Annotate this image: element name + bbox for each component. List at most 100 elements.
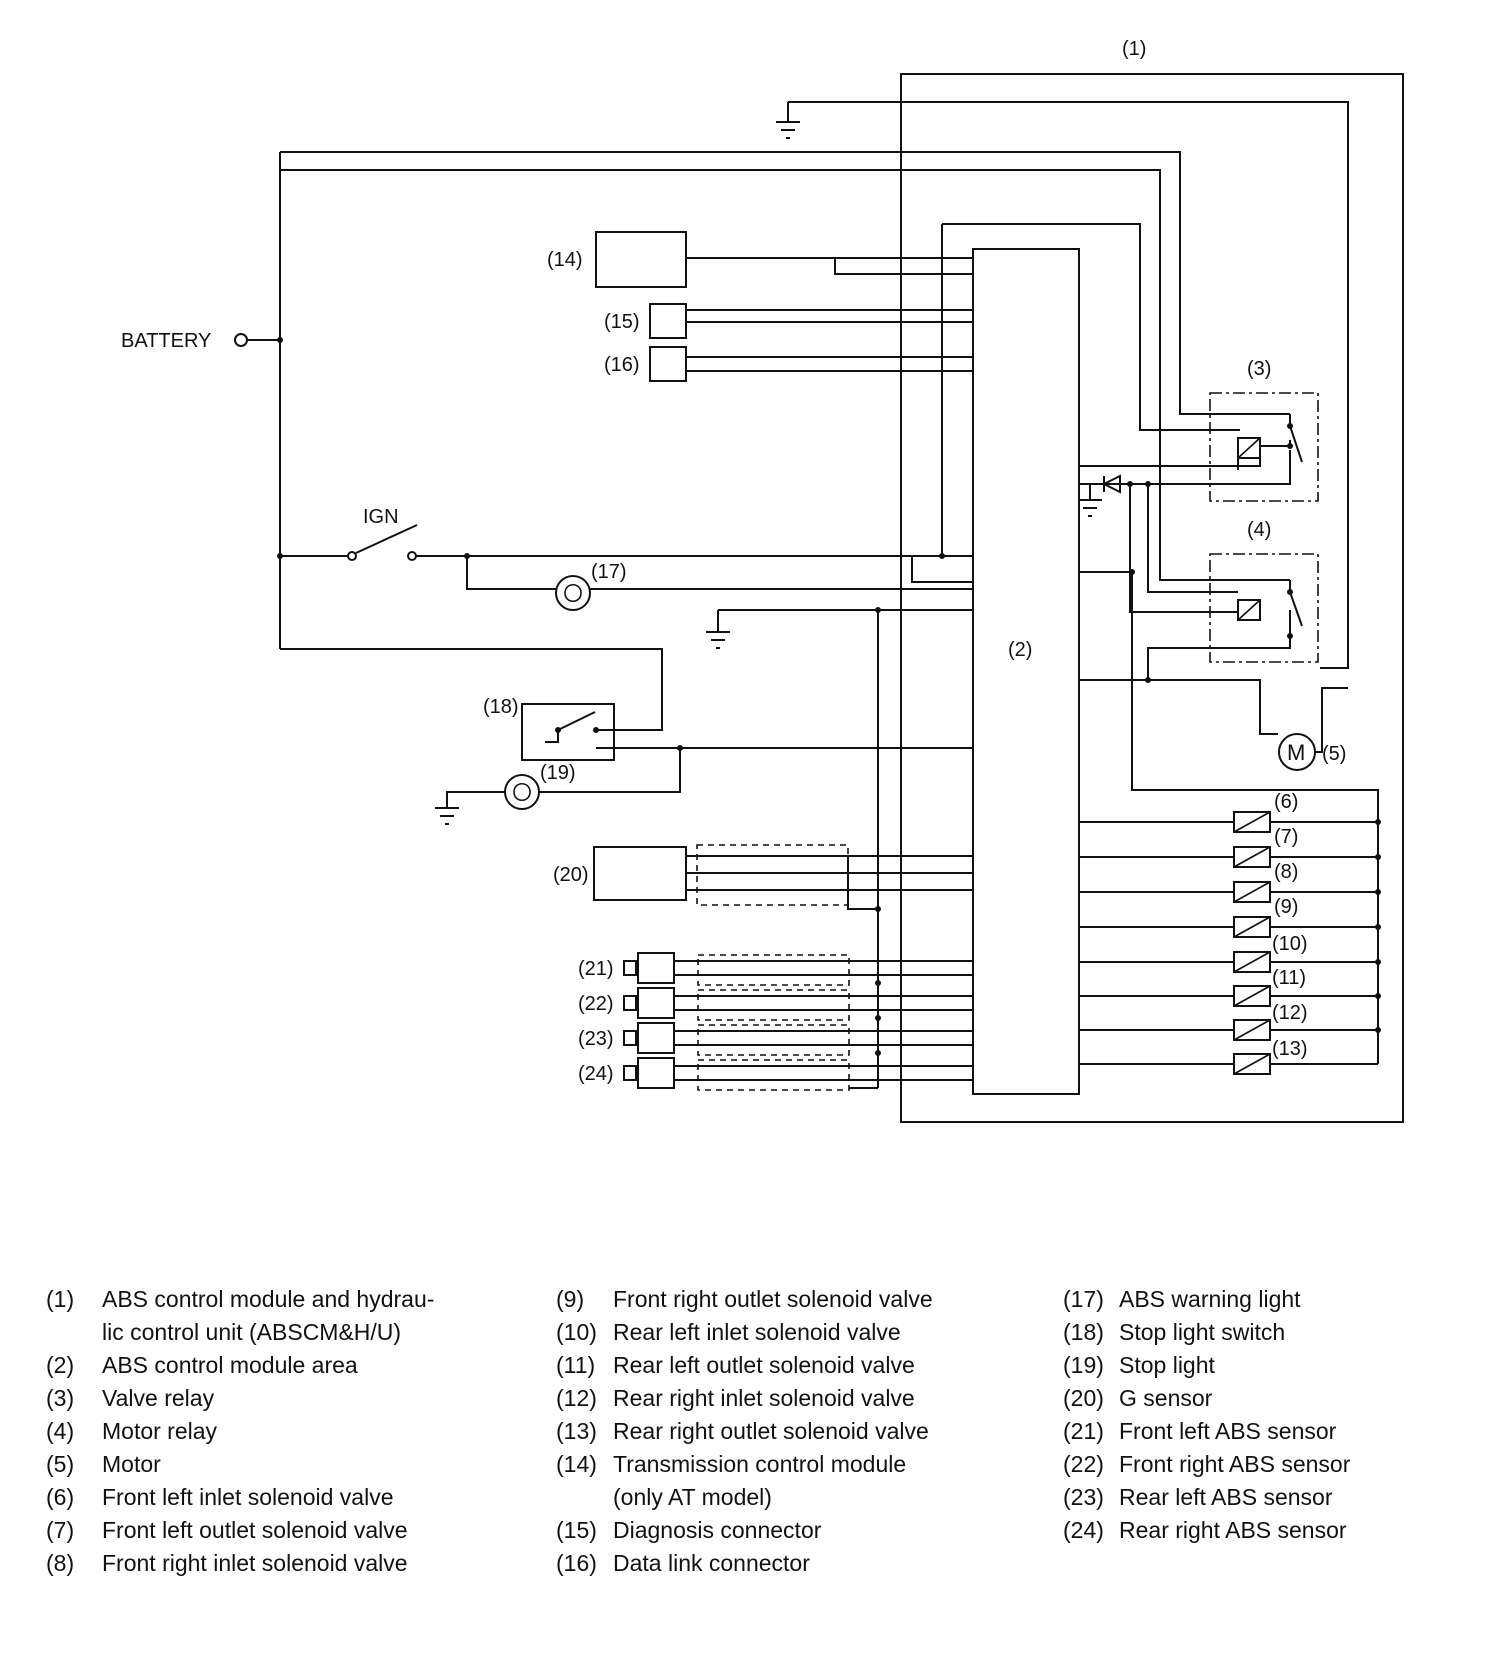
legend-entry-text: Diagnosis connector (613, 1517, 822, 1543)
label-20: (20) (553, 864, 589, 886)
legend-entry-text: Rear right inlet solenoid valve (613, 1385, 915, 1411)
valve-relay-contact (1289, 414, 1303, 463)
g-sensor-ground-wire (847, 856, 878, 910)
motor-relay (1209, 553, 1319, 663)
stop-switch-dot-b (593, 727, 599, 733)
legend-entry-text: Transmission control module (613, 1451, 907, 1477)
legend-entry-text: Motor relay (102, 1418, 218, 1444)
legend-entry-number: (24) (1063, 1517, 1104, 1543)
battery-to-motor-relay-wire (280, 169, 1290, 581)
legend-entry-number: (18) (1063, 1319, 1104, 1345)
label-13: (13) (1272, 1038, 1308, 1060)
valve-relay-coil-wires (1079, 445, 1290, 470)
stop-light-wire (446, 748, 681, 808)
motor-relay-coil (1237, 599, 1261, 621)
label-15: (15) (604, 311, 640, 333)
legend-entry: (11)Rear left outlet solenoid valve (556, 1349, 1016, 1382)
legend-entry: (5)Motor (46, 1448, 506, 1481)
legend-entry-number: (23) (1063, 1484, 1104, 1510)
abs-control-module-area (972, 248, 1080, 1095)
g-sensor-wires (686, 855, 973, 891)
top-ground-symbol (776, 121, 800, 139)
solenoid-valve-6: (6) (1079, 791, 1381, 833)
legend-entry-text: Stop light (1119, 1352, 1215, 1378)
legend-entry-text: Rear left ABS sensor (1119, 1484, 1333, 1510)
legend-entry-number: (10) (556, 1319, 597, 1345)
legend-entry-number (46, 1316, 102, 1349)
battery-to-valve-relay-wire (280, 151, 1290, 415)
label-22: (22) (578, 993, 614, 1015)
legend-entry: (9) Front right outlet solenoid valve (556, 1283, 1016, 1316)
legend-entry-number: (8) (46, 1550, 75, 1576)
ign-junction-ecu (939, 553, 945, 559)
label-4: (4) (1247, 519, 1271, 541)
legend-entry: (22) Front right ABS sensor (1063, 1448, 1483, 1481)
motor-relay-output-wire (1079, 679, 1278, 735)
diagnosis-wires (686, 309, 973, 323)
legend-entry-number: (22) (1063, 1451, 1104, 1477)
legend-entry: (20)G sensor (1063, 1382, 1483, 1415)
data-link-connector (649, 346, 687, 382)
label-17: (17) (591, 561, 627, 583)
legend-entry: (10) Rear left inlet solenoid valve (556, 1316, 1016, 1349)
valve-relay-coil-mark (1237, 437, 1261, 459)
stop-light-switch-contacts (545, 711, 596, 743)
stop-light-switch (521, 703, 615, 761)
abs-wiring-diagram: (1) (2) BATTERY (14) (15) (16) IGN (17) (121, 38, 1404, 1123)
g-sensor (593, 846, 687, 901)
ign-label: IGN (363, 506, 399, 528)
stop-switch-dot-a (555, 727, 561, 733)
legend-entry-text: Front right outlet solenoid valve (613, 1286, 933, 1312)
legend-entry-text: (only AT model) (613, 1484, 772, 1510)
solenoid-valve-13: (13) (1079, 1038, 1378, 1075)
legend-entry: (6) Front left inlet solenoid valve (46, 1481, 506, 1514)
legend-entry-number: (11) (556, 1352, 596, 1378)
legend-entry-number: (1) (46, 1286, 75, 1312)
label-14: (14) (547, 249, 583, 271)
legend-entry-text: Front left inlet solenoid valve (102, 1484, 394, 1510)
ign-switch-blade (355, 524, 418, 554)
legend-entry: (1)ABS control module and hydrau- (46, 1283, 506, 1316)
legend-entry: (21)Front left ABS sensor (1063, 1415, 1483, 1448)
legend-entry-number: (19) (1063, 1352, 1104, 1378)
legend-entry-text: Rear left inlet solenoid valve (613, 1319, 901, 1345)
transmission-control-module (595, 231, 687, 288)
g-sensor-ground-junction (875, 906, 881, 912)
battery-label: BATTERY (121, 330, 211, 352)
motor-relay-contact (1289, 580, 1303, 636)
diode (1101, 474, 1121, 494)
solenoid-valve-11: (11) (1079, 967, 1381, 1007)
label-9: (9) (1274, 896, 1298, 918)
legend-entry: (13)Rear right outlet solenoid valve (556, 1415, 1016, 1448)
legend-entry-number: (6) (46, 1484, 75, 1510)
legend-entry-text: ABS warning light (1119, 1286, 1301, 1312)
ecu-wire-17b (911, 556, 973, 583)
legend-entry-text: lic control unit (ABSCM&H/U) (102, 1319, 402, 1345)
warning-light-wire (466, 556, 973, 590)
legend-entry: (3)Valve relay (46, 1382, 506, 1415)
legend-entry-text: Rear right outlet solenoid valve (613, 1418, 929, 1444)
legend-entry-number: (9) (556, 1286, 585, 1312)
label-16: (16) (604, 354, 640, 376)
label-3: (3) (1247, 358, 1271, 380)
legend-entry-text: Rear right ABS sensor (1119, 1517, 1347, 1543)
abs-sensor-21: (21) (578, 952, 973, 986)
legend-entry: lic control unit (ABSCM&H/U) (46, 1316, 506, 1349)
abscm-hu-outline (900, 73, 1404, 1123)
top-ground-wire (788, 101, 1349, 669)
stop-light-filament (513, 782, 531, 802)
label-7: (7) (1274, 826, 1298, 848)
battery-to-stop-switch-wire (280, 648, 663, 731)
abs-sensor-24: (24) (578, 1057, 973, 1091)
motor-ground-wire (1315, 687, 1348, 753)
motor-relay-coil-wires (1129, 484, 1238, 613)
legend-entry-number: (2) (46, 1352, 75, 1378)
legend-entry-text: Front right ABS sensor (1119, 1451, 1351, 1477)
label-2: (2) (1008, 639, 1032, 661)
legend-column-2: (9) Front right outlet solenoid valve (10)… (556, 1283, 1016, 1580)
legend-entry: (7)Front left outlet solenoid valve (46, 1514, 506, 1547)
label-10: (10) (1272, 933, 1308, 955)
valve-relay (1209, 392, 1319, 502)
legend-entry: (15)Diagnosis connector (556, 1514, 1016, 1547)
label-8: (8) (1274, 861, 1298, 883)
